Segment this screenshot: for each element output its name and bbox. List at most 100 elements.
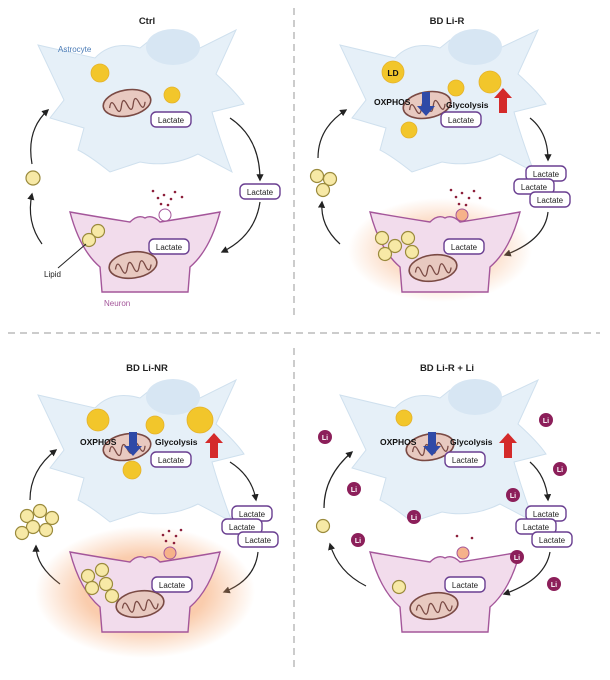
- lactate-label: Lactate: [537, 196, 564, 205]
- lipid: [400, 230, 416, 246]
- synaptic-vesicle: [456, 546, 470, 560]
- lipid: [90, 223, 106, 239]
- panel-bd-li-r-li: BD Li-R + Li OXPHOS Glycolysis Lactate L…: [315, 363, 573, 633]
- lipid-droplet: [395, 409, 413, 427]
- lipid-cluster: [14, 503, 60, 541]
- lipid: [374, 230, 390, 246]
- astrocyte-nucleus: [448, 379, 502, 415]
- lipid-droplet: [400, 121, 418, 139]
- lactate-label: Lactate: [247, 188, 274, 197]
- lactate-label: Lactate: [533, 510, 560, 519]
- lactate-label: Lactate: [156, 243, 183, 252]
- synaptic-vesicle: [163, 546, 177, 560]
- lactate-box: [440, 111, 482, 128]
- lactate-label: Lactate: [245, 536, 272, 545]
- lactate-label: Lactate: [523, 523, 550, 532]
- lactate-box: [151, 576, 193, 593]
- lipid: [98, 576, 114, 592]
- arrow-neuron-to-lipid: [317, 200, 341, 245]
- arrow-lactate-to-neuron: [502, 551, 551, 596]
- arrow-astrocyte-to-lactate: [229, 461, 259, 502]
- lactate-label: Lactate: [452, 456, 479, 465]
- lipid: [309, 168, 325, 184]
- lactate-box: [150, 111, 192, 128]
- panel-bd-li-nr: BD Li-NR OXPHOS Glycolysis Lactate Lacta…: [14, 363, 279, 658]
- lactate-box-extracellular: [531, 531, 573, 548]
- neuron: [369, 551, 521, 633]
- lipid-droplet: [186, 406, 214, 434]
- glycolysis-label: Glycolysis: [446, 100, 489, 110]
- panel-title: Ctrl: [139, 16, 155, 27]
- li-ion: Li: [539, 413, 553, 427]
- lipid: [404, 244, 420, 260]
- oxphos-down-arrow: [417, 92, 435, 116]
- lipid: [391, 579, 407, 595]
- lactate-box: [444, 576, 486, 593]
- lactate-box-extracellular: [237, 531, 279, 548]
- arrow-lipid-to-astrocyte: [30, 109, 50, 165]
- lactate-box-extracellular: [529, 191, 571, 208]
- synaptic-vesicle: [158, 208, 172, 222]
- lipid-pointer-line: [57, 243, 87, 269]
- lactate-box-extracellular: [239, 183, 281, 200]
- lipid: [315, 518, 331, 534]
- lipid-droplet: [122, 460, 142, 480]
- lipid: [377, 246, 393, 262]
- neuron-label: Neuron: [104, 299, 130, 308]
- li-ion: Li: [510, 550, 524, 564]
- lipid: [84, 580, 100, 596]
- lactate-label: Lactate: [158, 116, 185, 125]
- lipid: [315, 182, 331, 198]
- lactate-box: [148, 238, 190, 255]
- svg-text:Li: Li: [510, 493, 516, 500]
- svg-text:Li: Li: [411, 515, 417, 522]
- li-ion: Li: [347, 482, 361, 496]
- svg-text:Li: Li: [351, 487, 357, 494]
- lipid-label: Lipid: [44, 270, 61, 279]
- li-ion: Li: [553, 462, 567, 476]
- arrow-neuron-to-lipid: [328, 542, 367, 587]
- svg-text:Li: Li: [514, 555, 520, 562]
- lipid-droplet: [447, 79, 465, 97]
- lipid-droplet: [478, 70, 502, 94]
- arrow-lipid-to-astrocyte: [29, 449, 58, 501]
- lactate-label: Lactate: [533, 170, 560, 179]
- astrocyte-nucleus: [146, 379, 200, 415]
- lactate-label: Lactate: [521, 183, 548, 192]
- oxphos-label: OXPHOS: [380, 437, 417, 447]
- oxphos-label: OXPHOS: [374, 97, 411, 107]
- glycolysis-up-arrow: [499, 433, 517, 458]
- glycolysis-up-arrow: [205, 433, 223, 458]
- neurotransmitter-dots: [455, 534, 474, 540]
- lactate-label: Lactate: [229, 523, 256, 532]
- astrocyte-nucleus: [448, 29, 502, 65]
- neurotransmitter-dots: [449, 188, 482, 207]
- svg-text:Li: Li: [551, 582, 557, 589]
- lipid-droplet: [90, 63, 110, 83]
- arrow-astrocyte-to-lactate: [529, 117, 552, 162]
- lactate-label: Lactate: [448, 116, 475, 125]
- svg-text:Li: Li: [355, 538, 361, 545]
- arrow-lipid-to-astrocyte: [317, 109, 348, 159]
- lactate-label: Lactate: [452, 581, 479, 590]
- arrow-lactate-to-neuron: [220, 201, 261, 253]
- panel-bd-li-r: BD Li-R LD OXPHOS Glycolysis Lactate Lac…: [309, 16, 571, 302]
- ld-label: LD: [387, 68, 398, 78]
- panel-title: BD Li-R + Li: [420, 363, 474, 374]
- glycolysis-up-arrow: [494, 88, 512, 113]
- panel-title: BD Li-NR: [126, 363, 168, 374]
- lipid-droplet: [163, 86, 181, 104]
- lipid: [387, 238, 403, 254]
- li-ion: Li: [351, 533, 365, 547]
- lactate-label: Lactate: [239, 510, 266, 519]
- neurotransmitter-dots: [161, 528, 183, 545]
- lipid: [81, 232, 97, 248]
- lipid-droplet: [145, 415, 165, 435]
- lipid: [94, 562, 110, 578]
- astrocyte-label: Astrocyte: [58, 45, 92, 54]
- oxphos-label: OXPHOS: [80, 437, 117, 447]
- lactate-box: [443, 238, 485, 255]
- lipid: [80, 568, 96, 584]
- arrow-astrocyte-to-lactate: [229, 117, 264, 182]
